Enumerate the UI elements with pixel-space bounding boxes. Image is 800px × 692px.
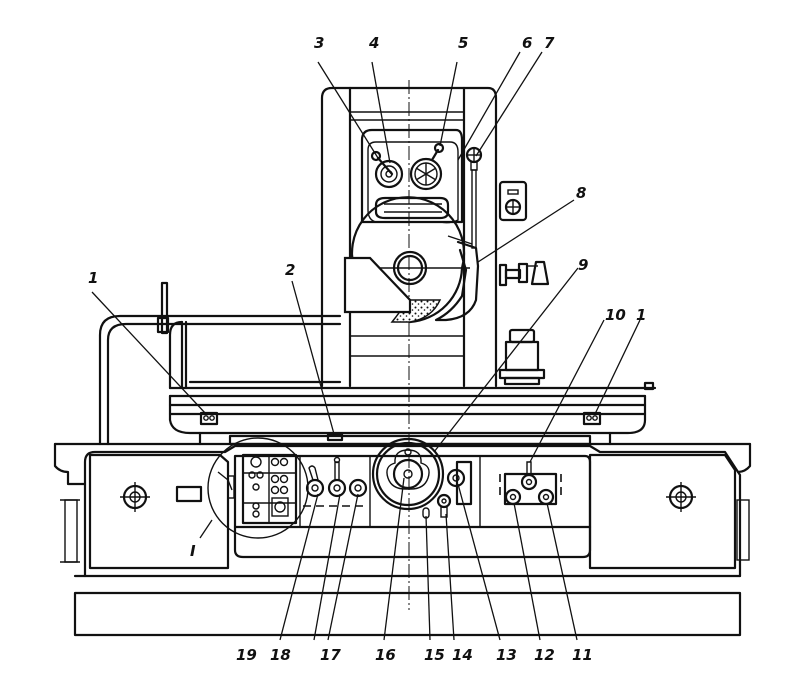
stop-2[interactable] — [326, 432, 344, 442]
knob-19[interactable] — [305, 465, 325, 498]
callout-15: 15 — [424, 646, 445, 664]
callout-3: 3 — [314, 34, 324, 52]
callout-4: 4 — [368, 34, 379, 52]
coolant-nozzle-8[interactable] — [434, 235, 480, 322]
indicator-lamp — [270, 457, 280, 467]
callout-2: 2 — [285, 261, 295, 279]
callout-6: 6 — [522, 34, 532, 52]
knob-4[interactable] — [374, 159, 404, 189]
nameplate — [175, 485, 203, 503]
work-lamp[interactable] — [498, 260, 550, 287]
indicator-lamp — [279, 457, 289, 467]
work-table — [168, 381, 657, 446]
callout-10: 10 — [605, 306, 626, 324]
left-side-panel — [88, 453, 230, 570]
control-console — [233, 453, 592, 559]
callout-1-left: 1 — [88, 269, 98, 287]
callout-16: 16 — [375, 646, 396, 664]
callout-13: 13 — [496, 646, 517, 664]
handwheel-5[interactable] — [409, 142, 445, 191]
indicator-lamp — [248, 471, 256, 479]
knob-18[interactable] — [327, 456, 347, 498]
grinding-wheel — [343, 196, 470, 324]
indicator-lamp — [279, 474, 289, 484]
callout-1-right: 1 — [636, 306, 646, 324]
left-panel-screw-icon — [120, 482, 150, 512]
callout-labels: 1 1 2 3 4 5 6 7 8 9 10 11 12 13 14 15 16… — [88, 34, 646, 664]
knob-10[interactable] — [520, 461, 538, 491]
table-handwheel-16[interactable] — [371, 437, 445, 511]
guard-handle[interactable] — [156, 281, 170, 335]
callout-11: 11 — [572, 646, 593, 664]
knob-12[interactable] — [504, 488, 522, 506]
balancing-device-9[interactable] — [498, 328, 546, 386]
indicator-lamp — [256, 471, 264, 479]
indicator-lamp — [252, 510, 260, 518]
main-switch[interactable] — [271, 497, 289, 517]
callout-19: 19 — [236, 646, 257, 664]
indicator-lamp — [279, 485, 289, 495]
indicator-lamp — [270, 474, 280, 484]
indicator-lamp — [252, 502, 260, 510]
callout-18: 18 — [270, 646, 291, 664]
callout-9: 9 — [578, 256, 588, 274]
knob-7[interactable] — [465, 146, 483, 249]
indicator-lamp — [270, 485, 280, 495]
callout-5: 5 — [458, 34, 468, 52]
callout-7: 7 — [544, 34, 555, 52]
knob-14[interactable] — [436, 493, 452, 518]
right-panel-screw-icon — [666, 482, 696, 512]
lever-3[interactable] — [370, 150, 394, 176]
knob-17[interactable] — [348, 478, 368, 498]
callout-I: I — [190, 542, 196, 560]
right-side-panel — [588, 453, 737, 570]
callout-17: 17 — [320, 646, 341, 664]
callout-8: 8 — [576, 184, 586, 202]
column-switch-box[interactable] — [498, 180, 528, 222]
indicator-lamp — [250, 456, 262, 468]
speed-indicator — [455, 460, 473, 506]
callout-12: 12 — [534, 646, 555, 664]
leader-lines — [91, 51, 641, 641]
table-stop-left-1[interactable] — [199, 411, 219, 426]
knob-11[interactable] — [537, 488, 555, 506]
table-stop-right-1[interactable] — [582, 411, 602, 426]
splash-guard — [98, 314, 342, 446]
machine-base — [53, 442, 752, 637]
indicator-lamp — [252, 483, 260, 491]
callout-14: 14 — [452, 646, 473, 664]
